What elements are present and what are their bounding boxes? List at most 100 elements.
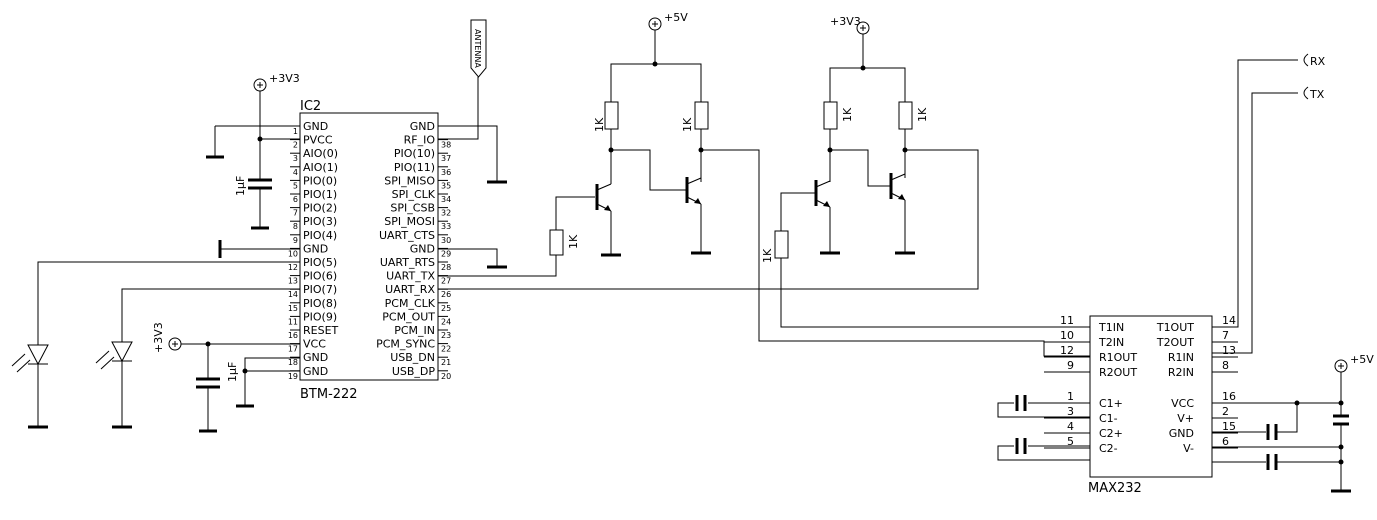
max232-right-pin: R2IN 8: [1168, 359, 1238, 379]
power-3v3-right: +3V3: [830, 15, 870, 35]
pin-name: R2IN: [1168, 366, 1194, 379]
pin-number: 8: [1222, 359, 1229, 372]
pin-number: 10: [288, 249, 298, 258]
cap-value-label: 1µF: [226, 362, 239, 382]
antenna-label: ANTENNA: [473, 29, 482, 68]
power-3v3-bottom: +3V3: [152, 322, 182, 353]
pin-name: T2OUT: [1156, 336, 1194, 349]
pin-name: AIO(0): [303, 147, 338, 160]
resistor-value-label: 1K: [761, 248, 774, 263]
pin-name: C1-: [1099, 412, 1118, 425]
cap-value-label: 1µF: [234, 176, 247, 196]
pin-number: 4: [293, 168, 298, 177]
pin-name: C1+: [1099, 397, 1123, 410]
power-label: +5V: [664, 11, 688, 24]
max232-right-pin: V-6: [1183, 435, 1238, 455]
pin-number: 11: [1060, 314, 1074, 327]
pin-number: 23: [441, 331, 451, 340]
led-2-icon: [95, 341, 133, 370]
pin-name: UART_CTS: [379, 229, 435, 242]
pin-name: RF_IO: [404, 134, 436, 147]
pin-number: 30: [441, 236, 451, 245]
pin-number: 9: [1067, 359, 1074, 372]
pin-number: 28: [441, 263, 451, 272]
pin-number: 2: [1222, 405, 1229, 418]
pin-name: GND: [410, 120, 435, 133]
ic2-chip: IC2 BTM-222 GND1PVCC2AIO(0)3AIO(1)4PIO(0…: [288, 99, 451, 402]
pin-number: 38: [441, 141, 451, 150]
pin-name: PIO(9): [303, 310, 337, 323]
ic2-right-pin: PIO(10) 37: [394, 147, 451, 163]
pin-number: 7: [293, 209, 298, 218]
pin-name: VCC: [303, 338, 326, 351]
power-label: +3V3: [152, 322, 165, 353]
pin-name: UART_RTS: [380, 256, 435, 269]
max232-left-pin: C1-3: [1044, 405, 1118, 425]
pin-name: T2IN: [1098, 336, 1124, 349]
pin-name: PIO(5): [303, 256, 337, 269]
capacitor-1uf-top: 1µF: [234, 176, 272, 230]
max232-right-pin: GND 15: [1169, 420, 1238, 440]
resistor-1k: [694, 101, 709, 130]
pin-number: 37: [441, 154, 451, 163]
pin-name: R2OUT: [1099, 366, 1137, 379]
pin-number: 15: [1222, 420, 1236, 433]
pin-name: UART_TX: [386, 270, 435, 283]
pin-number: 5: [1067, 435, 1074, 448]
pin-number: 1: [1067, 390, 1074, 403]
pin-number: 18: [288, 358, 298, 367]
transistor-q3-icon: [814, 180, 831, 208]
resistor-value-label: 1K: [567, 234, 580, 249]
pin-name: GND: [303, 365, 328, 378]
ic2-right-pin: RF_IO 38: [404, 134, 452, 150]
pin-name: AIO(1): [303, 161, 338, 174]
pin-number: 19: [288, 372, 298, 381]
pin-number: 7: [1222, 329, 1229, 342]
pin-name: PIO(7): [303, 283, 337, 296]
pin-number: 5: [293, 181, 298, 190]
resistor-1k: [774, 230, 789, 259]
max232-left-pin: C1+ 1: [1044, 390, 1123, 410]
power-5v-top: +5V: [648, 11, 688, 31]
pin-number: 25: [441, 304, 451, 313]
pin-number: 22: [441, 345, 451, 354]
pin-number: 13: [1222, 344, 1236, 357]
pin-number: 29: [441, 249, 451, 258]
pin-number: 36: [441, 168, 451, 177]
ic2-right-pin: GND 29: [410, 242, 451, 258]
ic2-left-pin: AIO(0)3: [290, 147, 338, 163]
pin-name: PIO(10): [394, 147, 435, 160]
pin-name: VCC: [1171, 397, 1194, 410]
pin-name: T1OUT: [1156, 321, 1194, 334]
power-label: +5V: [1350, 353, 1374, 366]
pin-number: 24: [441, 317, 451, 326]
transistor-q4-icon: [889, 173, 906, 201]
connector-rx-icon: [1303, 53, 1309, 67]
pin-name: GND: [410, 242, 435, 255]
pin-name: V+: [1177, 412, 1194, 425]
pin-name: GND: [1169, 427, 1194, 440]
pin-name: C2+: [1099, 427, 1123, 440]
pin-number: 27: [441, 277, 451, 286]
pin-name: UART_RX: [385, 283, 435, 296]
resistor-1k: [898, 101, 913, 130]
ic2-left-pin: PIO(6)13: [288, 270, 337, 286]
capacitor-1uf-bottom: 1µF: [196, 362, 239, 433]
max232-right-pin: V+ 2: [1177, 405, 1238, 425]
max232-part-label: MAX232: [1088, 481, 1142, 496]
ic2-left-pin: PIO(4)9: [290, 229, 337, 245]
pin-number: 32: [441, 209, 451, 218]
pin-number: 35: [441, 181, 451, 190]
max232-left-pin: C2+4: [1044, 420, 1123, 440]
ic2-designator: IC2: [300, 99, 321, 114]
pin-name: SPI_MISO: [384, 174, 435, 187]
pin-name: SPI_CLK: [392, 188, 436, 201]
pin-number: 14: [288, 290, 298, 299]
